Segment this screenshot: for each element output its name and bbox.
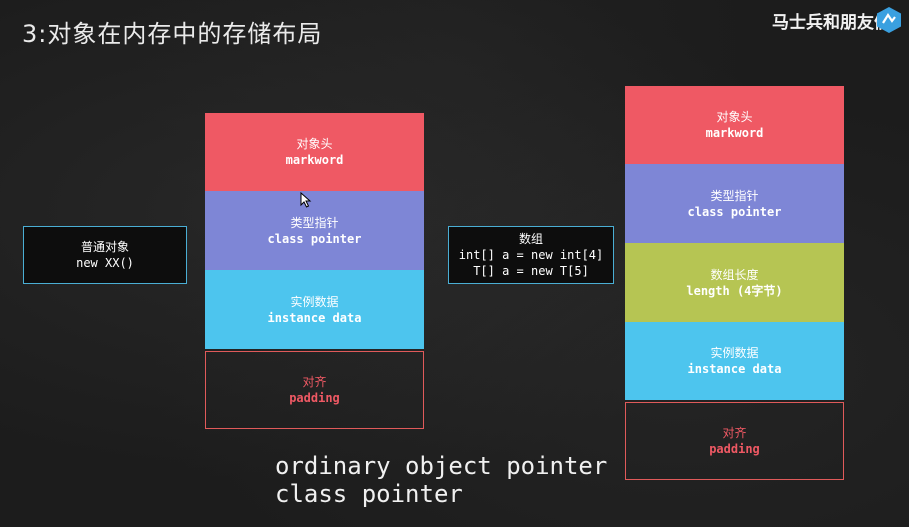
block-title: 对齐	[302, 375, 327, 389]
block-subtitle: instance data	[687, 362, 782, 376]
left-markword-block: 对象头 markword	[205, 113, 424, 191]
array-label-line3: T[] a = new T[5]	[473, 264, 589, 278]
right-markword-block: 对象头 markword	[625, 86, 844, 164]
array-label-line2: int[] a = new int[4]	[458, 248, 604, 262]
ordinary-object-label-line1: 普通对象	[80, 240, 129, 254]
watermark-text: 马士兵和朋友们	[772, 13, 891, 33]
block-subtitle: padding	[289, 391, 340, 405]
array-label: 数组 int[] a = new int[4] T[] a = new T[5]	[448, 226, 614, 284]
slide-title: 3:对象在内存中的存储布局	[22, 20, 323, 48]
block-title: 实例数据	[290, 294, 339, 309]
block-title: 类型指针	[290, 215, 339, 230]
block-subtitle: length (4字节)	[686, 283, 783, 298]
bottom-annotation: ordinary object pointer class pointer	[275, 452, 607, 508]
block-title: 类型指针	[710, 188, 759, 203]
watermark-logo-icon	[877, 7, 901, 33]
right-class-pointer-block: 类型指针 class pointer	[625, 164, 844, 243]
block-title: 实例数据	[710, 346, 759, 360]
block-subtitle: markword	[705, 126, 764, 140]
block-title: 对齐	[722, 426, 747, 440]
block-subtitle: markword	[285, 153, 344, 167]
ordinary-object-label: 普通对象 new XX()	[23, 226, 187, 284]
block-subtitle: padding	[709, 442, 760, 456]
bottom-annotation-line2: class pointer	[275, 480, 463, 508]
block-subtitle: instance data	[267, 310, 362, 325]
right-instance-data-block: 实例数据 instance data	[625, 322, 844, 400]
bottom-annotation-line1: ordinary object pointer	[275, 452, 608, 480]
right-padding-block: 对齐 padding	[625, 402, 844, 480]
array-label-line1: 数组	[518, 232, 543, 246]
left-instance-data-block: 实例数据 instance data	[205, 270, 424, 349]
block-title: 对象头	[716, 110, 753, 124]
mouse-cursor-icon	[300, 192, 312, 208]
block-title: 对象头	[296, 137, 333, 151]
block-title: 数组长度	[710, 267, 759, 282]
right-array-length-block: 数组长度 length (4字节)	[625, 243, 844, 322]
left-padding-block: 对齐 padding	[205, 351, 424, 429]
ordinary-object-label-line2: new XX()	[76, 256, 134, 270]
left-class-pointer-block: 类型指针 class pointer	[205, 191, 424, 270]
block-subtitle: class pointer	[687, 204, 782, 219]
block-subtitle: class pointer	[267, 231, 362, 246]
